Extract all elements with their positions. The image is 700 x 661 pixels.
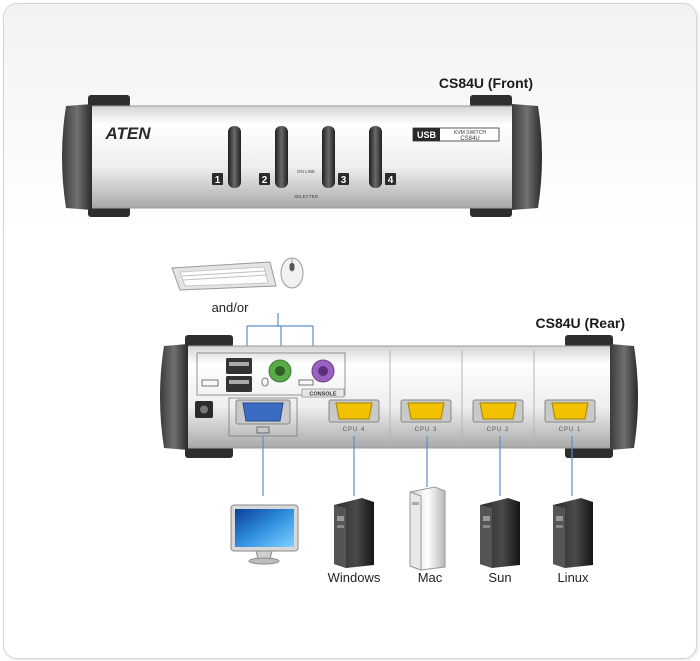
led-label-online: ON LINE <box>297 169 315 174</box>
usb-symbol-icon <box>201 379 219 387</box>
console-label: CONSOLE <box>309 392 337 398</box>
port-number-1: 1 <box>215 175 221 186</box>
port-number-4: 4 <box>388 175 394 186</box>
usb-badge <box>413 128 440 141</box>
console-section <box>196 352 346 396</box>
port-number-badge <box>259 173 270 185</box>
computer-label-mac: Mac <box>418 570 443 585</box>
foot <box>185 446 233 458</box>
mouse-icon <box>280 257 304 289</box>
brand-logo: ATEN <box>104 124 151 143</box>
cpu-port-label-2: CPU 2 <box>487 427 510 433</box>
port-number-badge <box>212 173 223 185</box>
power-jack-pin <box>200 405 208 414</box>
rear-title: CS84U (Rear) <box>536 315 625 331</box>
port-button-2 <box>275 126 288 188</box>
mouse-symbol-icon <box>261 377 269 387</box>
cpu-port-1 <box>544 399 596 423</box>
left-side-cap <box>62 104 92 210</box>
usb-label: USB <box>417 130 437 140</box>
port-number-2: 2 <box>262 175 268 186</box>
cpu-port-label-3: CPU 3 <box>415 427 438 433</box>
cpu-port-3 <box>400 399 452 423</box>
mac-tower-icon <box>409 486 446 571</box>
ps2-mouse-port-center <box>275 366 285 376</box>
led-label-selected: SELECTED <box>294 194 319 199</box>
console-vga-port <box>242 402 284 422</box>
port-button-4 <box>369 126 382 188</box>
rear-body <box>179 345 619 449</box>
model-line-1: KVM SWITCH <box>454 130 486 136</box>
and-or-label: and/or <box>212 300 250 315</box>
linux-tower-icon <box>553 498 593 568</box>
port-number-badge <box>338 173 349 185</box>
usb-port-tongue <box>229 362 249 366</box>
left-side-cap <box>160 344 188 450</box>
port-button-3 <box>322 126 335 188</box>
computer-label-linux: Linux <box>557 570 589 585</box>
port-button-1 <box>228 126 241 188</box>
cpu-port-4 <box>328 399 380 423</box>
cpu-port-2 <box>472 399 524 423</box>
foot <box>88 95 130 107</box>
model-line-2: CS84U <box>460 136 479 142</box>
foot <box>185 335 233 347</box>
console-label-box <box>301 388 345 398</box>
keyboard-symbol-icon <box>298 379 314 386</box>
computer-links <box>262 436 573 496</box>
usb-port-tongue <box>229 380 249 384</box>
foot <box>565 446 613 458</box>
rear-kvm-switch: CONSOLE CPU 4 CPU 3 CPU 2 CPU 1 <box>160 335 638 458</box>
foot <box>565 335 613 347</box>
right-side-cap <box>512 104 542 210</box>
right-side-cap <box>610 344 638 450</box>
front-kvm-switch: ATEN 1 2 3 4 ON LINE SELECTED USB KVM SW… <box>62 95 542 217</box>
front-title: CS84U (Front) <box>439 75 533 91</box>
port-number-3: 3 <box>341 175 347 186</box>
foot <box>470 95 512 107</box>
cpu-port-label-1: CPU 1 <box>559 427 582 433</box>
monitor-icon <box>230 504 299 565</box>
computer-label-sun: Sun <box>488 570 511 585</box>
front-body <box>81 105 523 209</box>
monitor-symbol-icon <box>256 426 270 434</box>
computer-label-windows: Windows <box>328 570 381 585</box>
port-number-badge <box>385 173 396 185</box>
sun-tower-icon <box>480 498 520 568</box>
ps2-keyboard-port-center <box>318 366 328 376</box>
cpu-port-label-4: CPU 4 <box>343 427 366 433</box>
keyboard-icon <box>171 261 277 291</box>
windows-tower-icon <box>334 498 374 568</box>
